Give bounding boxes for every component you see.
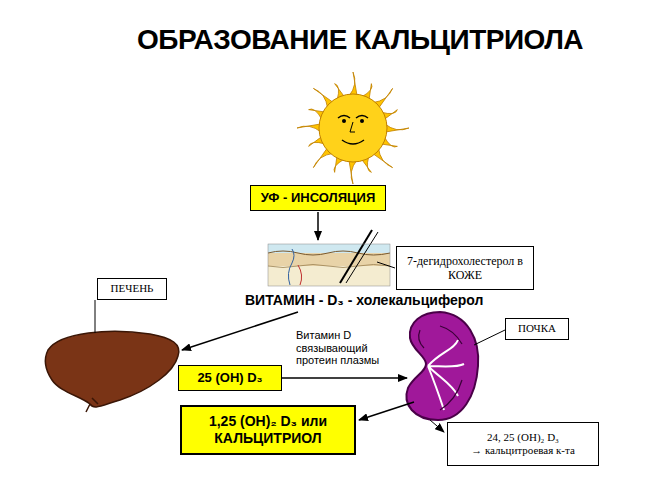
sun-icon [297, 72, 409, 184]
kidney-detail [419, 326, 462, 410]
kidney-outline [406, 312, 478, 420]
sun-mouth [342, 140, 364, 144]
box-text: 25 (OH) D₃ [197, 370, 262, 386]
box-text: → кальцитроевая к-та [471, 444, 575, 457]
title: ОБРАЗОВАНИЕ КАЛЬЦИТРИОЛА [137, 24, 583, 56]
skin-line [268, 251, 390, 255]
liver-duct [86, 398, 98, 412]
sun-rays [297, 72, 409, 184]
result-box: 1,25 (OH)₂ D₃ или КАЛЬЦИТРИОЛ [180, 405, 356, 455]
sun-ray [349, 160, 357, 184]
arrow [359, 402, 414, 420]
sun-disc [319, 94, 387, 162]
arrow [182, 312, 298, 350]
box-text: 7-дегидрохолестерол в КОЖЕ [402, 254, 528, 283]
hair [340, 230, 372, 283]
kidney-calyx [428, 340, 464, 410]
arrow [430, 420, 444, 432]
liver-illustration [45, 331, 178, 407]
box-text: ПОЧКА [518, 322, 556, 335]
callout-box: 7-дегидрохолестерол в КОЖЕ [396, 246, 534, 290]
process-box: 25 (OH) D₃ [178, 365, 282, 391]
leader-line [474, 330, 505, 345]
hair [346, 232, 378, 283]
kidney-illustration [406, 312, 478, 420]
box-text: ПЕЧЕНЬ [111, 282, 154, 295]
sun-nose [350, 122, 355, 132]
skin-gland [288, 249, 294, 285]
skin-vessel [298, 265, 302, 285]
arrow [282, 377, 407, 379]
sun-eye [356, 116, 368, 119]
sun-ray [349, 72, 357, 96]
box-text: 1,25 (OH)₂ D₃ или КАЛЬЦИТРИОЛ [187, 413, 349, 447]
leader-line [95, 300, 96, 333]
skin-section [268, 230, 390, 286]
sun-ray [385, 124, 409, 132]
callout-box: 24, 25 (OH)₂ D₃→ кальцитроевая к-та [447, 422, 599, 466]
organ-label-box: ПЕЧЕНЬ [97, 278, 167, 300]
sun-ray [297, 124, 321, 132]
skin-outline [268, 244, 390, 286]
process-box: УФ - ИНСОЛЯЦИЯ [250, 185, 386, 211]
box-text: 24, 25 (OH)₂ D₃ [487, 431, 559, 444]
sun-pupil [342, 119, 346, 123]
substance-label: ВИТАМИН - D₃ - холекальциферол [245, 292, 483, 308]
leader-line [377, 262, 395, 268]
sun-pupil [360, 119, 364, 123]
skin-layer [268, 266, 390, 286]
skin-layer [268, 244, 390, 253]
skin-line [268, 265, 390, 268]
sun-eye [338, 116, 350, 119]
box-text: УФ - ИНСОЛЯЦИЯ [261, 190, 375, 206]
arrow [317, 212, 319, 240]
organ-label-box: ПОЧКА [505, 318, 569, 340]
arrow-label: Витамин D связывающий протеин плазмы [296, 329, 400, 367]
